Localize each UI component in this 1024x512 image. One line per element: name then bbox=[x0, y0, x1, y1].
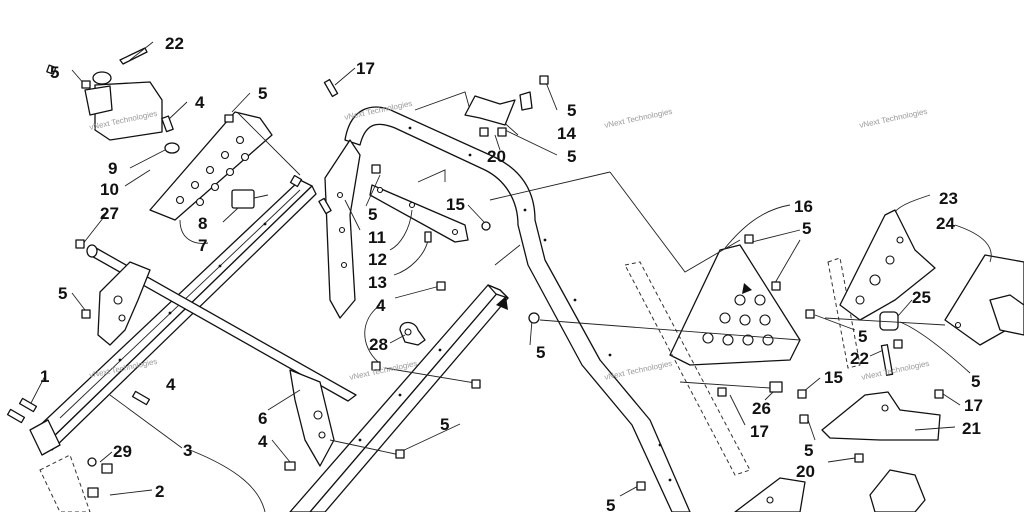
callout-16: 16 bbox=[794, 197, 813, 216]
callout-17: 17 bbox=[750, 422, 769, 441]
callout-15: 15 bbox=[446, 195, 465, 214]
callout-21: 21 bbox=[962, 419, 981, 438]
callout-5: 5 bbox=[567, 101, 576, 120]
main-hoop-frame bbox=[344, 106, 691, 512]
watermark-text: vNext Technologies bbox=[859, 107, 929, 130]
ghost-side-rail bbox=[39, 257, 861, 512]
callout-27: 27 bbox=[100, 204, 119, 223]
callout-23: 23 bbox=[939, 189, 958, 208]
callout-5: 5 bbox=[567, 147, 576, 166]
cross-tube bbox=[86, 244, 357, 402]
callout-20: 20 bbox=[796, 462, 815, 481]
callout-4: 4 bbox=[166, 375, 176, 394]
callout-6: 6 bbox=[258, 409, 267, 428]
center-frame-rail bbox=[289, 284, 509, 512]
callout-5: 5 bbox=[858, 327, 867, 346]
callout-22: 22 bbox=[850, 349, 869, 368]
callout-12: 12 bbox=[368, 250, 387, 269]
cable-clip bbox=[399, 321, 426, 346]
callout-25: 25 bbox=[912, 288, 931, 307]
callout-22: 22 bbox=[165, 34, 184, 53]
right-tube-bracket bbox=[289, 369, 335, 467]
callout-9: 9 bbox=[108, 159, 117, 178]
callout-5: 5 bbox=[50, 63, 59, 82]
fasteners bbox=[6, 64, 1024, 512]
callout-1: 1 bbox=[40, 367, 49, 386]
strap-bracket bbox=[369, 184, 469, 243]
callout-4: 4 bbox=[376, 296, 386, 315]
callout-24: 24 bbox=[936, 214, 955, 233]
callout-10: 10 bbox=[100, 180, 119, 199]
callout-29: 29 bbox=[113, 442, 132, 461]
hoop-side-plate bbox=[324, 139, 361, 319]
callout-20: 20 bbox=[487, 147, 506, 166]
leader-lines bbox=[29, 41, 992, 512]
callout-14: 14 bbox=[557, 124, 576, 143]
callout-5: 5 bbox=[971, 372, 980, 391]
callout-28: 28 bbox=[369, 335, 388, 354]
shield-plate bbox=[149, 111, 273, 221]
callout-13: 13 bbox=[368, 273, 387, 292]
watermark-text: vNext Technologies bbox=[604, 359, 674, 382]
tri-plate bbox=[669, 244, 801, 366]
lower-bracket bbox=[821, 391, 941, 441]
callout-8: 8 bbox=[198, 214, 207, 233]
callout-5: 5 bbox=[368, 205, 377, 224]
callout-5: 5 bbox=[804, 441, 813, 460]
callout-11: 11 bbox=[368, 228, 386, 247]
callout-17: 17 bbox=[356, 59, 375, 78]
callout-15: 15 bbox=[824, 368, 843, 387]
callout-5: 5 bbox=[58, 284, 67, 303]
reservoir-assembly bbox=[84, 47, 180, 154]
callout-5: 5 bbox=[606, 496, 615, 512]
callout-5: 5 bbox=[440, 415, 449, 434]
callout-2: 2 bbox=[155, 482, 164, 501]
callout-4: 4 bbox=[195, 93, 205, 112]
callout-labels: 22 5 4 5 9 10 8 7 27 5 1 4 3 6 4 29 2 17… bbox=[40, 34, 983, 512]
callout-5: 5 bbox=[258, 84, 267, 103]
callout-26: 26 bbox=[752, 399, 771, 418]
callout-3: 3 bbox=[183, 441, 192, 460]
callout-5: 5 bbox=[802, 219, 811, 238]
callout-17: 17 bbox=[964, 396, 983, 415]
callout-7: 7 bbox=[198, 236, 207, 255]
lower-plate bbox=[734, 477, 806, 512]
relay-module bbox=[231, 189, 269, 209]
left-tube-bracket bbox=[97, 261, 151, 346]
callout-5: 5 bbox=[536, 343, 545, 362]
upper-bracket bbox=[839, 209, 936, 321]
callout-4: 4 bbox=[258, 432, 268, 451]
left-frame-rail bbox=[29, 179, 317, 456]
watermark-text: vNext Technologies bbox=[861, 359, 931, 382]
watermark-text: vNext Technologies bbox=[604, 107, 674, 130]
